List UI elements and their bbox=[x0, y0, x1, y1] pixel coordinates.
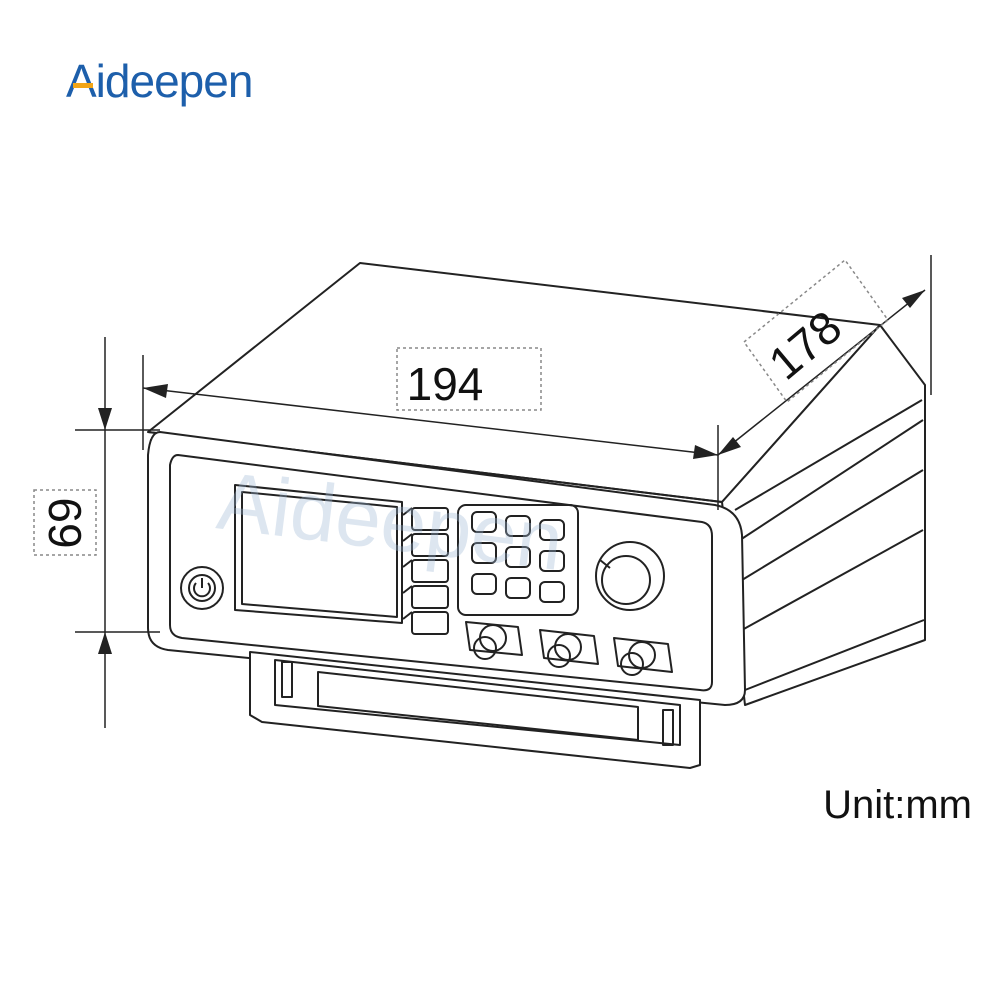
dimension-height bbox=[33, 337, 160, 728]
soft-key-2[interactable] bbox=[411, 533, 449, 557]
device-side-groove-3 bbox=[741, 529, 924, 631]
soft-key-3[interactable] bbox=[411, 559, 449, 583]
brand-logo-accent bbox=[73, 83, 93, 88]
device-side-face bbox=[721, 324, 926, 706]
soft-keys bbox=[402, 507, 449, 635]
keypad-key-2[interactable] bbox=[505, 515, 531, 537]
dimension-height-label: 69 bbox=[39, 497, 91, 548]
device-stand bbox=[249, 651, 701, 769]
soft-key-1[interactable] bbox=[411, 507, 449, 531]
dimension-depth-box bbox=[742, 258, 890, 404]
soft-key-4[interactable] bbox=[411, 585, 449, 609]
device-front-bezel bbox=[147, 431, 746, 706]
device bbox=[147, 262, 926, 769]
power-icon[interactable] bbox=[180, 566, 224, 610]
bnc-connector-icon[interactable] bbox=[465, 621, 523, 660]
bnc-connector-icon[interactable] bbox=[539, 629, 599, 668]
dimension-height-box bbox=[33, 489, 97, 556]
keypad bbox=[471, 511, 565, 603]
keypad-key-7[interactable] bbox=[471, 573, 497, 595]
dimension-width-label: 194 bbox=[407, 358, 484, 410]
keypad-key-3[interactable] bbox=[539, 519, 565, 541]
brand-logo-text: Aideepen bbox=[66, 55, 252, 107]
device-front-panel bbox=[169, 454, 713, 692]
device-screen bbox=[234, 484, 403, 624]
bnc-connector-icon[interactable] bbox=[613, 637, 673, 676]
unit-label: Unit:mm bbox=[823, 783, 972, 827]
keypad-key-4[interactable] bbox=[471, 542, 497, 564]
dimension-width-box bbox=[396, 347, 542, 411]
keypad-key-9[interactable] bbox=[539, 581, 565, 603]
keypad-panel bbox=[457, 504, 579, 616]
soft-key-5[interactable] bbox=[411, 611, 449, 635]
device-side-edge-top bbox=[734, 399, 923, 511]
device-side-groove-4 bbox=[744, 619, 925, 691]
knob-icon[interactable] bbox=[595, 541, 665, 611]
device-side-groove-2 bbox=[741, 469, 924, 581]
keypad-key-1[interactable] bbox=[471, 511, 497, 533]
device-side-groove-1 bbox=[739, 419, 924, 541]
keypad-key-6[interactable] bbox=[539, 550, 565, 572]
keypad-key-5[interactable] bbox=[505, 546, 531, 568]
keypad-key-8[interactable] bbox=[505, 577, 531, 599]
dimension-width bbox=[142, 347, 719, 510]
dimension-depth bbox=[717, 255, 932, 456]
brand-logo: Aideepen bbox=[66, 55, 253, 107]
device-screen-inner bbox=[241, 491, 398, 618]
